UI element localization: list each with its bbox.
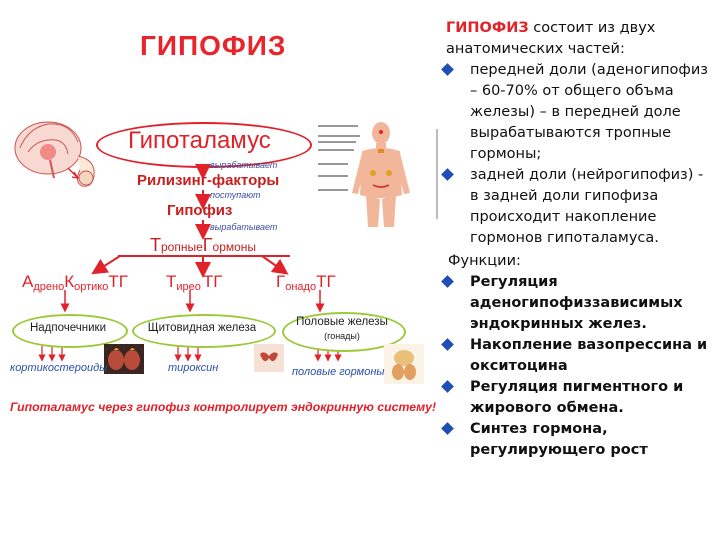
tsh-tg: ТГ bbox=[202, 272, 223, 291]
functions-list: Регуляция аденогипофиззависимых эндокрин… bbox=[440, 272, 710, 461]
pituitary-label: Гипофиз bbox=[167, 202, 233, 219]
flow-arrows bbox=[38, 164, 342, 362]
gonads-organ-image bbox=[384, 344, 424, 384]
parts-list: передней доли (аденогипофиз – 60-70% от … bbox=[440, 60, 710, 249]
description-panel: ГИПОФИЗ состоит из двух анатомических ча… bbox=[440, 18, 710, 461]
diamond-bullet-icon bbox=[441, 422, 454, 435]
function-text: Регуляция аденогипофиззависимых эндокрин… bbox=[470, 274, 683, 332]
diamond-bullet-icon bbox=[441, 338, 454, 351]
adrenal-label: Надпочечники bbox=[29, 322, 106, 334]
tropic-rest2: ормоны bbox=[212, 240, 257, 254]
part-text: передней доли (аденогипофиз – 60-70% от … bbox=[470, 62, 708, 162]
sex-hormones-label: половые гормоны bbox=[292, 366, 385, 378]
functions-title: Функции: bbox=[448, 253, 521, 269]
list-item: Накопление вазопрессина и окситоцина bbox=[440, 335, 710, 377]
gtg-tg: ТГ bbox=[316, 272, 336, 291]
acth-k: К bbox=[64, 272, 75, 291]
diamond-bullet-icon bbox=[441, 275, 454, 288]
acth-k-sub: ортико bbox=[74, 281, 109, 293]
acth-a-sub: дрено bbox=[33, 281, 65, 293]
thyroid-label: Щитовидная железа bbox=[147, 322, 257, 334]
part-text: задней доли (нейрогипофиз) - в задней до… bbox=[470, 167, 704, 246]
diagram-footer: Гипоталамус через гипофиз контролирует э… bbox=[10, 400, 437, 414]
list-item: Регуляция пигментного и жирового обмена. bbox=[440, 377, 710, 419]
diamond-bullet-icon bbox=[441, 380, 454, 393]
gonads-sub-label: (гонады) bbox=[324, 331, 360, 341]
acth-a: А bbox=[22, 272, 34, 291]
releasing-factors-label: Рилизинг-факторы bbox=[137, 172, 280, 189]
adrenal-organ-image bbox=[104, 344, 144, 374]
page-title: ГИПОФИЗ bbox=[140, 30, 287, 61]
acth-tg: ТГ bbox=[108, 272, 128, 291]
produces-label: вырабатывает bbox=[210, 160, 278, 170]
thyroid-oval bbox=[132, 314, 276, 348]
tsh-t: Т bbox=[166, 272, 177, 291]
gonads-label: Половые железы bbox=[296, 316, 388, 328]
function-text: Синтез гормона, регулирующего рост bbox=[470, 421, 648, 458]
function-text: Регуляция пигментного и жирового обмена. bbox=[470, 379, 684, 416]
gtg-label: ГонадоТГ bbox=[276, 272, 336, 293]
adrenal-oval bbox=[12, 314, 128, 348]
function-text: Накопление вазопрессина и окситоцина bbox=[470, 337, 708, 374]
diamond-bullet-icon bbox=[441, 63, 454, 76]
list-item: Регуляция аденогипофиззависимых эндокрин… bbox=[440, 272, 710, 335]
gtg-g-sub: онадо bbox=[285, 281, 317, 293]
intro-rest: состоит из двух анатомических частей: bbox=[446, 20, 656, 57]
tropic-t: Т bbox=[150, 235, 161, 255]
hypothalamus-diagram: Гипоталамус вырабатыв bbox=[0, 100, 440, 440]
gtg-g: Г bbox=[276, 272, 286, 291]
tropic-g: Г bbox=[202, 235, 213, 255]
list-item: задней доли (нейрогипофиз) - в задней до… bbox=[440, 165, 710, 249]
brain-illustration bbox=[14, 121, 95, 187]
produces-label-2: вырабатывает bbox=[210, 222, 278, 232]
enter-label: поступают bbox=[210, 190, 261, 200]
list-item: Синтез гормона, регулирующего рост bbox=[440, 419, 710, 461]
hypothalamus-label: Гипоталамус bbox=[128, 127, 271, 154]
tsh-t-sub: ирео bbox=[176, 281, 201, 293]
body-illustration bbox=[318, 122, 438, 227]
diamond-bullet-icon bbox=[441, 168, 454, 181]
acth-label: АдреноКортикоТГ bbox=[22, 272, 128, 293]
tropic-rest1: ропные bbox=[161, 240, 203, 254]
thyroxine-label: тироксин bbox=[168, 362, 219, 374]
intro-text: ГИПОФИЗ состоит из двух анатомических ча… bbox=[446, 18, 710, 60]
tropic-hormones-label: ТропныеГормоны bbox=[150, 235, 256, 256]
intro-highlight: ГИПОФИЗ bbox=[446, 20, 529, 36]
list-item: передней доли (аденогипофиз – 60-70% от … bbox=[440, 60, 710, 165]
thyroid-organ-image bbox=[254, 344, 284, 372]
corticosteroids-label: кортикостероиды bbox=[10, 362, 108, 374]
